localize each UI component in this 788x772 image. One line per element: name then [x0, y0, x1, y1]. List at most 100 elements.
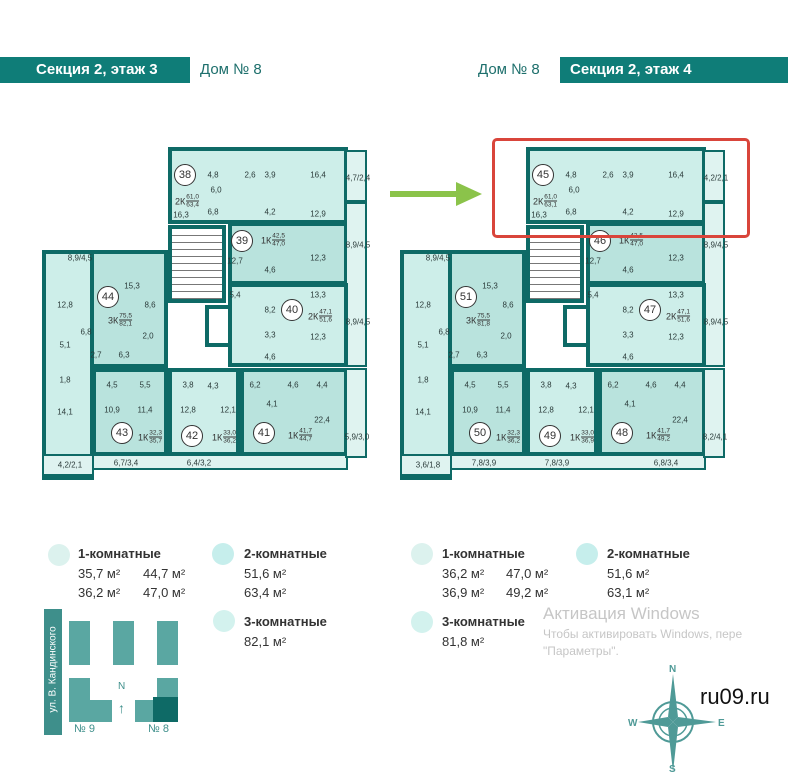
room-area-label: 4,3	[565, 381, 577, 391]
apartment-number[interactable]: 41	[253, 422, 275, 444]
apartment-type: 2К	[533, 196, 544, 206]
apartment-type: 2К	[175, 196, 186, 206]
room-area-label: 12,3	[310, 253, 326, 263]
apartment-number[interactable]: 39	[231, 230, 253, 252]
apartment-zone	[400, 250, 452, 480]
room-area-label: 2,6	[602, 170, 614, 180]
room-area-label: 3,9	[264, 170, 276, 180]
living-area: 41,7	[657, 427, 670, 436]
section-title: Секция 2, этаж 3	[36, 61, 158, 78]
room-area-label: 4,6	[264, 265, 276, 275]
room-area-label: 14,1	[57, 407, 73, 417]
apartment-number[interactable]: 45	[532, 164, 554, 186]
room-area-label: 4,8	[207, 170, 219, 180]
building-9	[90, 700, 112, 722]
room-area-label: 4,5	[106, 380, 118, 390]
apartment-type: 1К	[212, 432, 223, 442]
section-floor-3-header: Секция 2, этаж 3	[0, 57, 190, 83]
arrow-icon	[390, 182, 482, 206]
balcony-area-label: 8,9/4,5	[703, 240, 729, 250]
room-area-label: 6,3	[476, 350, 488, 360]
living-area: 41,7	[299, 427, 312, 436]
legend-title: 3-комнатные	[442, 614, 525, 629]
apartment-zone	[526, 147, 706, 224]
three-room-swatch	[213, 610, 235, 632]
room-area-label: 15,3	[482, 281, 498, 291]
apartment-number[interactable]: 42	[181, 425, 203, 447]
room-area-label: 12,8	[415, 300, 431, 310]
room-area-label: 12,9	[310, 209, 326, 219]
room-area-label: 3,3	[264, 330, 276, 340]
total-area: 51,6	[677, 316, 690, 324]
apartment-type: 1К	[570, 432, 581, 442]
windows-activation-title: Активация Windows	[543, 604, 700, 623]
balcony-area-label: 4,2/2,1	[57, 460, 83, 470]
room-area-label: 8,2	[622, 305, 634, 315]
room-area-label: 16,3	[173, 210, 189, 220]
street-label: ул. В. Кандинского	[47, 626, 59, 713]
legend-title: 2-комнатные	[607, 546, 690, 561]
building-9	[69, 678, 90, 722]
apartment-number[interactable]: 50	[469, 422, 491, 444]
room-area-label: 6,8	[438, 327, 450, 337]
apartment-type: 1К	[261, 235, 272, 245]
living-area: 32,3	[149, 429, 162, 438]
balcony-area-label: 6,8/3,4	[653, 458, 679, 468]
balcony	[42, 454, 94, 476]
room-area-label: 14,1	[415, 407, 431, 417]
apartment-number[interactable]: 47	[639, 299, 661, 321]
house-8-label: № 8	[148, 723, 169, 735]
legend-title: 1-комнатные	[442, 546, 525, 561]
total-area: 35,7	[149, 437, 162, 445]
room-area-label: 10,9	[104, 405, 120, 415]
apartment-type: 2К	[666, 311, 677, 321]
room-area-label: 2,7	[448, 350, 460, 360]
balcony-area-label: 8,2/4,1	[702, 432, 728, 442]
apartment-type: 3К	[466, 315, 477, 325]
apartment-number[interactable]: 48	[611, 422, 633, 444]
apartment-number[interactable]: 49	[539, 425, 561, 447]
room-area-label: 4,4	[674, 380, 686, 390]
total-area: 82,1	[119, 320, 132, 328]
room-area-label: 12,8	[538, 405, 554, 415]
apartment-number[interactable]: 43	[111, 422, 133, 444]
room-area-label: 22,4	[314, 415, 330, 425]
house-label-left: Дом № 8	[200, 61, 262, 78]
balcony-area-label: 8,9/4,5	[345, 317, 371, 327]
apartment-zone	[42, 250, 94, 480]
room-area-label: 4,6	[622, 352, 634, 362]
room-area-label: 12,1	[578, 405, 594, 415]
total-area: 63,4	[186, 201, 199, 209]
room-area-label: 3,9	[622, 170, 634, 180]
living-area: 61,0	[544, 193, 557, 202]
apartment-number[interactable]: 51	[455, 286, 477, 308]
room-area-label: 5,4	[587, 290, 599, 300]
room-area-label: 12,7	[227, 256, 243, 266]
windows-activation-text: Чтобы активировать Windows, пере	[543, 627, 743, 641]
total-area: 63,1	[544, 201, 557, 209]
apartment-zone	[168, 368, 240, 456]
apartment-number[interactable]: 44	[97, 286, 119, 308]
legend-value: 35,7 м²	[78, 566, 121, 581]
total-area: 49,2	[657, 435, 670, 443]
room-area-label: 4,3	[207, 381, 219, 391]
legend-title: 2-комнатные	[244, 546, 327, 561]
room-area-label: 12,9	[668, 209, 684, 219]
apartment-number[interactable]: 40	[281, 299, 303, 321]
apartment-type: 1К	[138, 432, 149, 442]
apartment-number[interactable]: 38	[174, 164, 196, 186]
staircase	[526, 225, 584, 303]
apartment-type: 3К	[108, 315, 119, 325]
room-area-label: 12,3	[668, 253, 684, 263]
balcony-area-label: 8,9/4,5	[67, 253, 93, 263]
windows-activation-text: "Параметры".	[543, 644, 619, 658]
